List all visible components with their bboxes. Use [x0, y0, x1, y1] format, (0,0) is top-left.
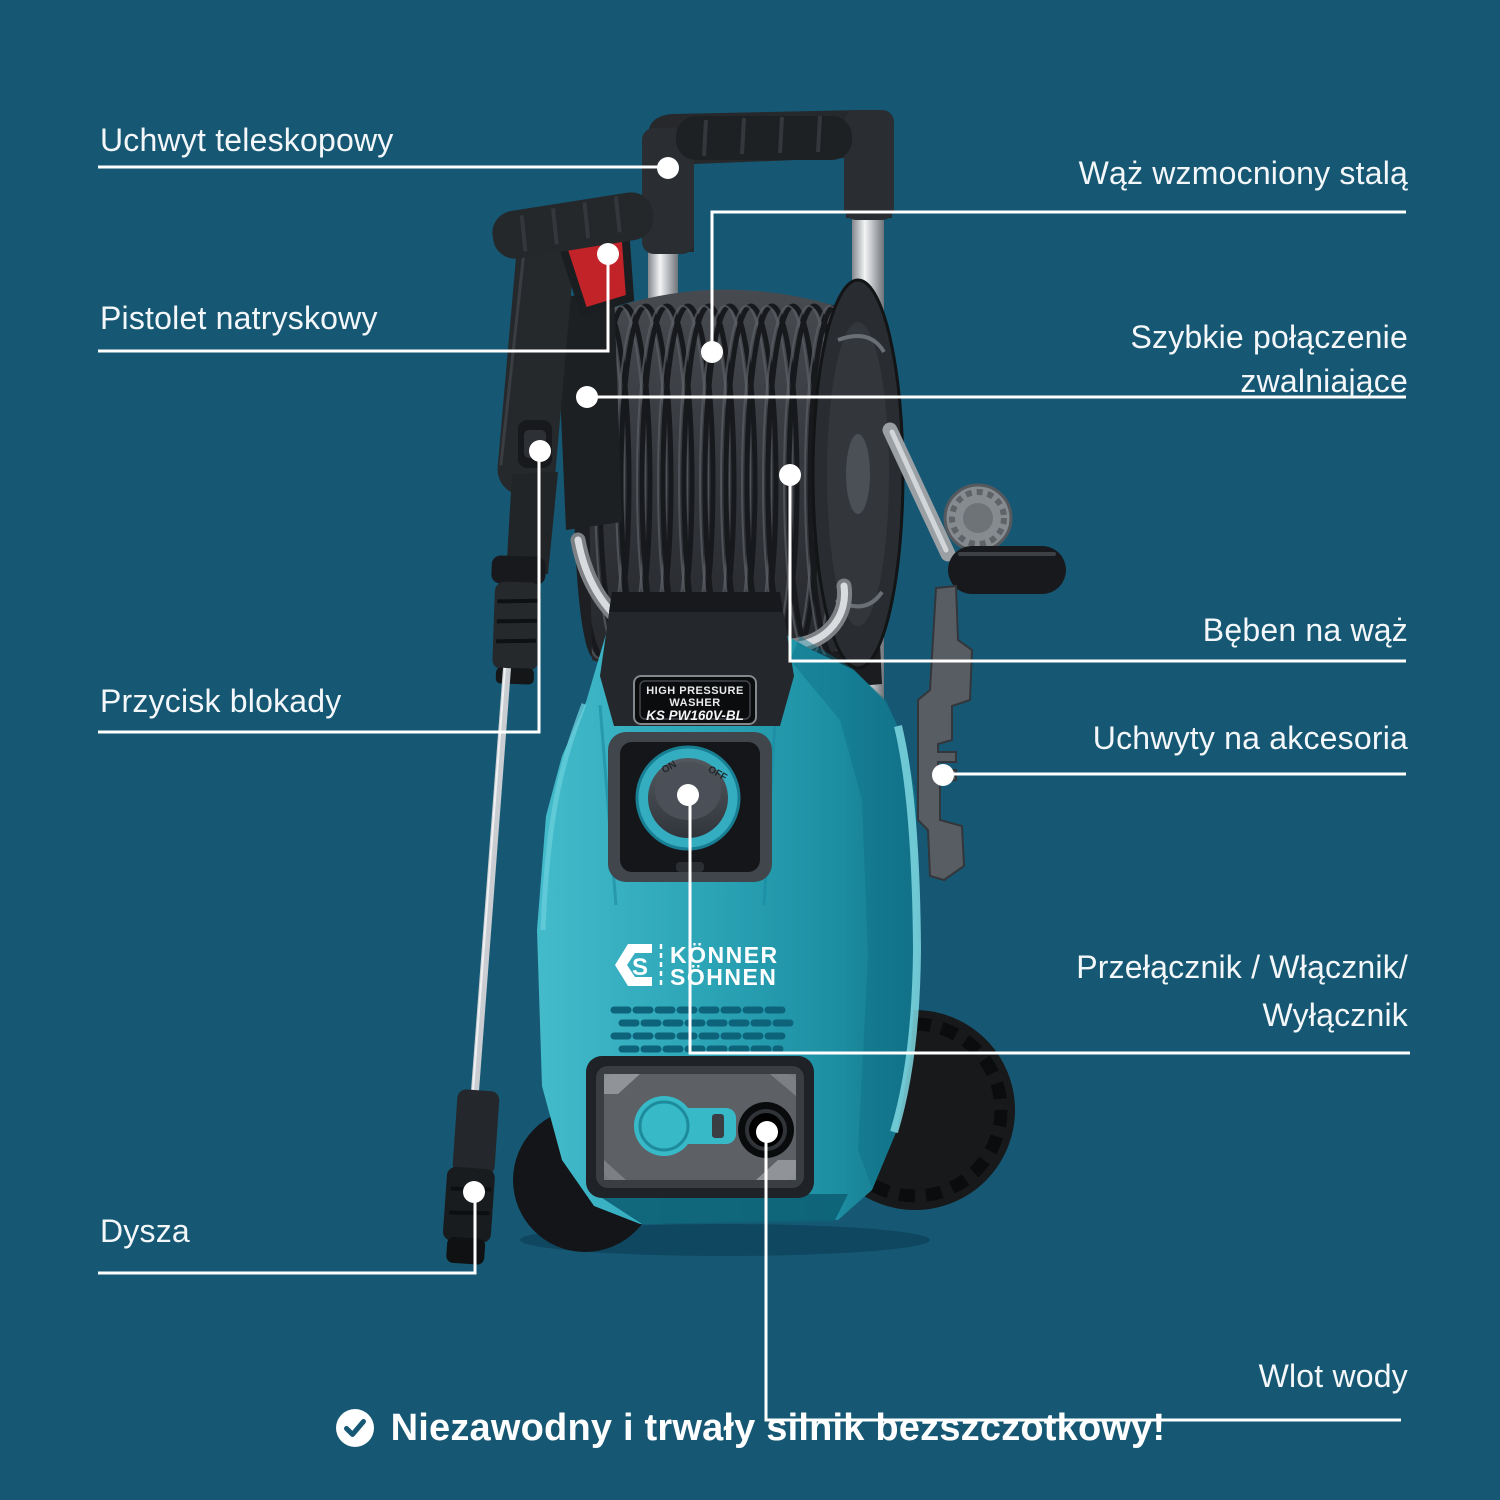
nameplate-line2: WASHER [669, 697, 720, 709]
callout-dots [463, 157, 954, 1203]
label-water-inlet: Wlot wody [1259, 1356, 1408, 1396]
nozzle [442, 1089, 500, 1265]
crank-knob [948, 546, 1066, 594]
label-hose-reel: Bęben na wąż [1203, 610, 1408, 650]
footer-claim-text: Niezawodny i trwały silnik bezszczotkowy… [390, 1406, 1166, 1449]
callout-dot-accessory-holders [932, 764, 954, 786]
handle-grip [676, 116, 852, 160]
callout-dot-hose-reel [779, 464, 801, 486]
brand-line1: KÖNNER [670, 942, 779, 968]
nameplate-line1: HIGH PRESSURE [646, 685, 744, 697]
quick-connect-coupling [491, 555, 546, 685]
lance [470, 667, 511, 1105]
callout-dot-spray-gun [597, 243, 619, 265]
label-spray-gun-text: Pistolet natryskowy [100, 300, 378, 336]
vent-grille [610, 1006, 800, 1053]
label-power-switch: Przełącznik / Włącznik/ Wyłącznik [1076, 943, 1408, 1039]
callout-dot-power-switch [677, 784, 699, 806]
label-power-switch-line2: Wyłącznik [1262, 997, 1408, 1033]
label-quick-release: Szybkie połączenie zwalniające [1130, 315, 1408, 403]
callout-line-nozzle [98, 1192, 477, 1275]
label-telescopic-handle: Uchwyt teleskopowy [100, 120, 394, 160]
callout-dot-telescopic-handle [657, 157, 679, 179]
bottom-panel [586, 1056, 814, 1198]
label-quick-release-line2: zwalniające [1240, 363, 1408, 399]
brand-mark-s: S [632, 954, 648, 981]
keyhole-slot [634, 1096, 736, 1156]
brand-logo: S KÖNNER SÖHNEN [615, 942, 779, 990]
label-accessory-holders-text: Uchwyty na akcesoria [1092, 720, 1408, 756]
label-accessory-holders: Uchwyty na akcesoria [1093, 718, 1408, 758]
label-power-switch-line1: Przełącznik / Włącznik/ [1076, 949, 1408, 985]
callout-dot-lock-button [529, 440, 551, 462]
footer-claim: Niezawodny i trwały silnik bezszczotkowy… [0, 1396, 1500, 1460]
label-steel-hose: Wąż wzmocniony stalą [1079, 153, 1408, 193]
callout-line-spray-gun [98, 254, 610, 353]
callout-line-hose-reel [788, 475, 1406, 663]
callout-lines [98, 165, 1410, 1422]
callout-line-water-inlet [764, 1132, 1401, 1422]
brand-line2: SÖHNEN [670, 964, 777, 990]
check-icon [335, 1409, 374, 1447]
callout-line-power-switch [688, 795, 1410, 1055]
label-nozzle-text: Dysza [100, 1213, 190, 1249]
label-hose-reel-text: Bęben na wąż [1202, 612, 1408, 648]
label-steel-hose-text: Wąż wzmocniony stalą [1078, 155, 1408, 191]
water-inlet [738, 1102, 794, 1158]
crank-handle [882, 422, 1066, 594]
callout-line-lock-button [98, 451, 541, 734]
label-water-inlet-text: Wlot wody [1258, 1358, 1408, 1394]
label-quick-release-line1: Szybkie połączenie [1130, 319, 1408, 355]
callout-dot-water-inlet [756, 1121, 778, 1143]
label-lock-button-text: Przycisk blokady [100, 683, 342, 719]
nameplate: HIGH PRESSURE WASHER KS PW160V-BL [633, 675, 757, 725]
accessory-bracket [917, 584, 974, 882]
callout-dot-quick-release [576, 386, 598, 408]
callout-dot-steel-hose [701, 341, 723, 363]
nameplate-model: KS PW160V-BL [646, 708, 744, 723]
label-spray-gun: Pistolet natryskowy [100, 298, 378, 338]
label-nozzle: Dysza [100, 1211, 190, 1251]
callout-dot-nozzle [463, 1181, 485, 1203]
label-telescopic-handle-text: Uchwyt teleskopowy [100, 122, 394, 158]
callout-line-steel-hose [710, 210, 1406, 352]
label-lock-button: Przycisk blokady [100, 681, 342, 721]
